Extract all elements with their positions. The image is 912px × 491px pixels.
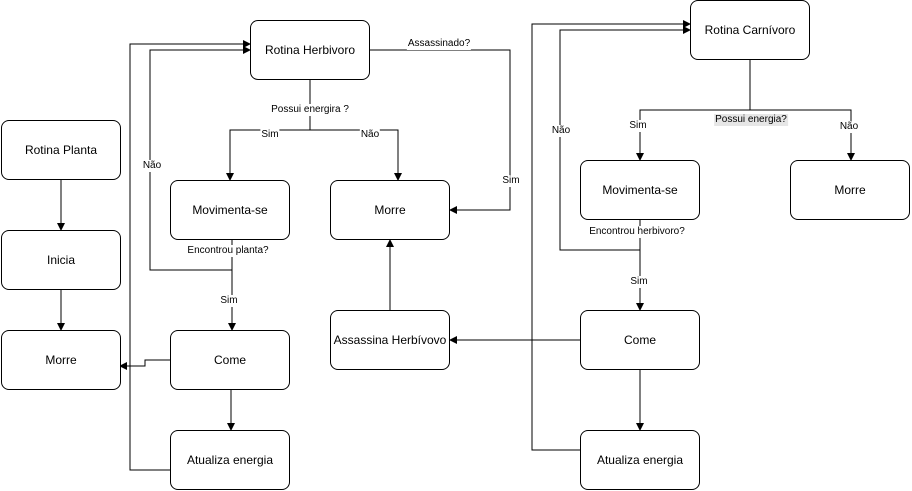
node-rotina-carnivoro[interactable]: Rotina Carnívoro — [690, 0, 810, 60]
node-assassina-herbivoro[interactable]: Assassina Herbívovo — [330, 310, 450, 370]
edge-herb-atualiza-loop — [129, 40, 251, 471]
node-inicia[interactable]: Inicia — [1, 230, 121, 290]
node-come-carnivoro[interactable]: Come — [580, 310, 700, 370]
label-herb-nao-energia: Não — [359, 129, 381, 141]
edge-carn-atualiza-loop — [531, 20, 691, 451]
label-carn-encontrou-herbivoro: Encontrou herbivoro? — [588, 226, 686, 238]
node-atualiza-herbivoro[interactable]: Atualiza energia — [170, 430, 290, 490]
node-rotina-herbivoro[interactable]: Rotina Herbivoro — [250, 20, 370, 80]
edge-herb-assassinado — [370, 49, 511, 214]
node-come-herbivoro[interactable]: Come — [170, 330, 290, 390]
label-herb-possui-energia: Possui energira ? — [270, 104, 350, 116]
node-movimenta-herbivoro[interactable]: Movimenta-se — [170, 180, 290, 240]
label-carn-nao-herbivoro: Não — [550, 125, 572, 137]
edge-herb-planta-nao — [149, 46, 251, 271]
label-herb-assassinado: Assassinado? — [406, 38, 472, 50]
node-atualiza-carnivoro[interactable]: Atualiza energia — [580, 430, 700, 490]
label-herb-sim-planta: Sim — [219, 295, 239, 307]
edge-herb-energia-nao — [310, 129, 402, 181]
label-carn-sim-energia: Sim — [628, 120, 648, 132]
label-carn-nao-energia: Não — [838, 121, 860, 133]
edge-come-morre-planta — [119, 359, 170, 370]
edge-carn-herb-nao — [559, 26, 691, 251]
label-herb-encontrou-planta: Encontrou planta? — [186, 245, 270, 257]
label-herb-sim-energia: Sim — [260, 129, 280, 141]
label-herb-sim-assassinado: Sim — [501, 175, 521, 187]
node-morre-carnivoro[interactable]: Morre — [790, 160, 910, 220]
edge-carn-energia-sim — [636, 60, 751, 161]
label-herb-nao-planta: Não — [141, 160, 163, 172]
node-morre-herbivoro[interactable]: Morre — [330, 180, 450, 240]
label-carn-possui-energia: Possui energia? — [714, 114, 788, 126]
node-morre-planta[interactable]: Morre — [1, 330, 121, 390]
edge-carn-energia-nao — [750, 109, 855, 161]
node-rotina-planta[interactable]: Rotina Planta — [1, 120, 121, 180]
label-carn-sim-herbivoro: Sim — [629, 276, 649, 288]
node-movimenta-carnivoro[interactable]: Movimenta-se — [580, 160, 700, 220]
